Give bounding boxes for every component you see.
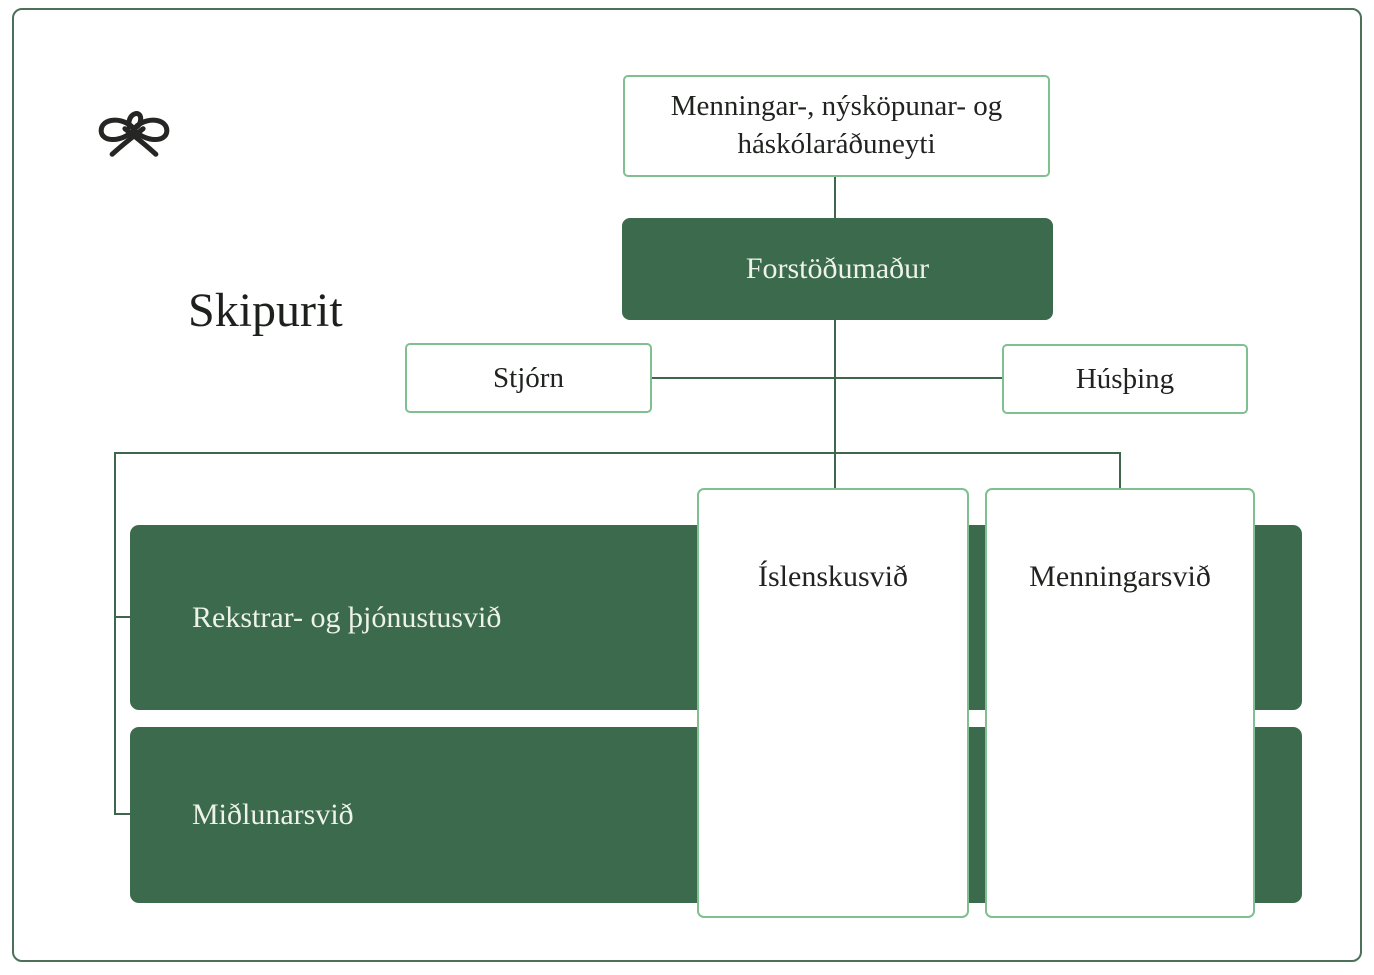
node-islenskusvid-label: Íslenskusvið — [758, 560, 908, 593]
node-stjorn-label: Stjórn — [493, 361, 564, 394]
node-rekstrarsvid-label: Rekstrar- og þjónustusvið — [192, 600, 502, 634]
connector-drop-menningarsvid — [1119, 452, 1121, 488]
node-menningarsvid: Menningarsvið — [985, 488, 1255, 918]
node-director-label: Forstöðumaður — [745, 252, 930, 285]
connector-left-bracket — [114, 452, 116, 815]
node-director: Forstöðumaður — [622, 218, 1053, 320]
node-menningarsvid-label: Menningarsvið — [1029, 560, 1211, 593]
node-islenskusvid: Íslenskusvið — [697, 488, 969, 918]
node-midlunarsvid-label: Miðlunarsvið — [192, 798, 354, 831]
knot-logo-icon — [98, 111, 170, 157]
connector-ministry-director — [834, 177, 836, 218]
connector-tick-midlunarsvid — [114, 813, 132, 815]
node-husthing: Húsþing — [1002, 344, 1248, 414]
brand-block: Skipurit — [93, 95, 343, 337]
connector-tick-rekstrarsvid — [114, 616, 132, 618]
node-ministry-label: Menningar-, nýsköpunar- og háskólaráðune… — [670, 90, 1003, 160]
connector-trunk — [834, 320, 836, 488]
connector-lower-horizontal — [114, 452, 1121, 454]
node-stjorn: Stjórn — [405, 343, 652, 413]
node-husthing-label: Húsþing — [1075, 362, 1175, 395]
connector-advisors — [652, 377, 1002, 379]
page-border — [12, 8, 1362, 962]
node-ministry: Menningar-, nýsköpunar- og háskólaráðune… — [623, 75, 1050, 177]
page-title: Skipurit — [188, 284, 343, 337]
